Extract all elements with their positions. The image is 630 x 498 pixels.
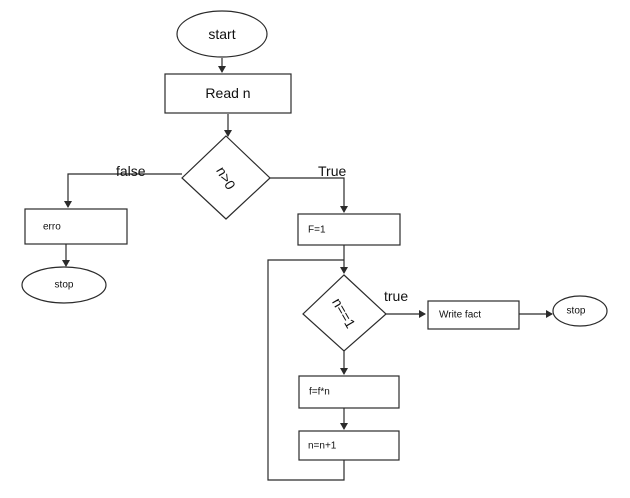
multiply-label: f=f*n — [309, 387, 330, 398]
arrowhead-loop-to-multiply — [340, 368, 348, 375]
arrowhead-multiply-to-increment — [340, 423, 348, 430]
start-ellipse — [176, 10, 268, 58]
stop-left-ellipse — [21, 266, 107, 304]
arrowhead-write-to-stop — [546, 310, 553, 318]
increment-label: n=n+1 — [308, 441, 337, 452]
connector-loop-back — [267, 259, 345, 481]
start-label: start — [208, 26, 235, 42]
increment-node: n=n+1 — [298, 430, 400, 461]
n-equals-one-diamond — [302, 274, 387, 352]
connectors — [62, 58, 553, 481]
stop-right-label: stop — [567, 306, 586, 317]
stop-right-node: stop — [552, 295, 608, 327]
connector-false-branch — [67, 173, 182, 207]
stop-left-label: stop — [55, 280, 74, 291]
increment-box — [298, 430, 400, 461]
n-greater-than-zero-diamond — [181, 135, 271, 220]
write-fact-box — [427, 300, 520, 330]
error-node: erro — [24, 208, 128, 245]
f-init-node: F=1 — [297, 213, 401, 246]
arrowhead-read-to-condition — [224, 130, 232, 137]
error-label: erro — [43, 222, 61, 233]
n-greater-than-zero-node: n>0 — [181, 135, 271, 220]
arrowhead-loop-true — [419, 310, 426, 318]
write-fact-label: Write fact — [439, 310, 481, 321]
arrowhead-error-to-stop — [62, 260, 70, 267]
stop-right-ellipse — [552, 295, 608, 327]
label-true-branch: True — [318, 163, 346, 179]
write-fact-node: Write fact — [427, 300, 520, 330]
arrowhead-true-branch — [340, 206, 348, 213]
f-init-label: F=1 — [308, 225, 326, 236]
stop-left-node: stop — [21, 266, 107, 304]
start-node: start — [176, 10, 268, 58]
read-n-label: Read n — [205, 85, 250, 101]
error-box — [24, 208, 128, 245]
multiply-node: f=f*n — [298, 375, 400, 409]
connector-true-branch — [268, 177, 345, 212]
multiply-box — [298, 375, 400, 409]
label-loop-true: true — [384, 288, 408, 304]
label-false-branch: false — [116, 163, 146, 179]
read-n-node: Read n — [164, 73, 292, 114]
arrowhead-init-to-loop-condition — [340, 267, 348, 274]
arrowhead-start-to-read — [218, 66, 226, 73]
edge-labels: false True true — [116, 163, 408, 304]
f-init-box — [297, 213, 401, 246]
n-equals-one-node: n==1 — [302, 274, 387, 352]
read-n-box — [164, 73, 292, 114]
arrowhead-false-branch — [64, 201, 72, 208]
